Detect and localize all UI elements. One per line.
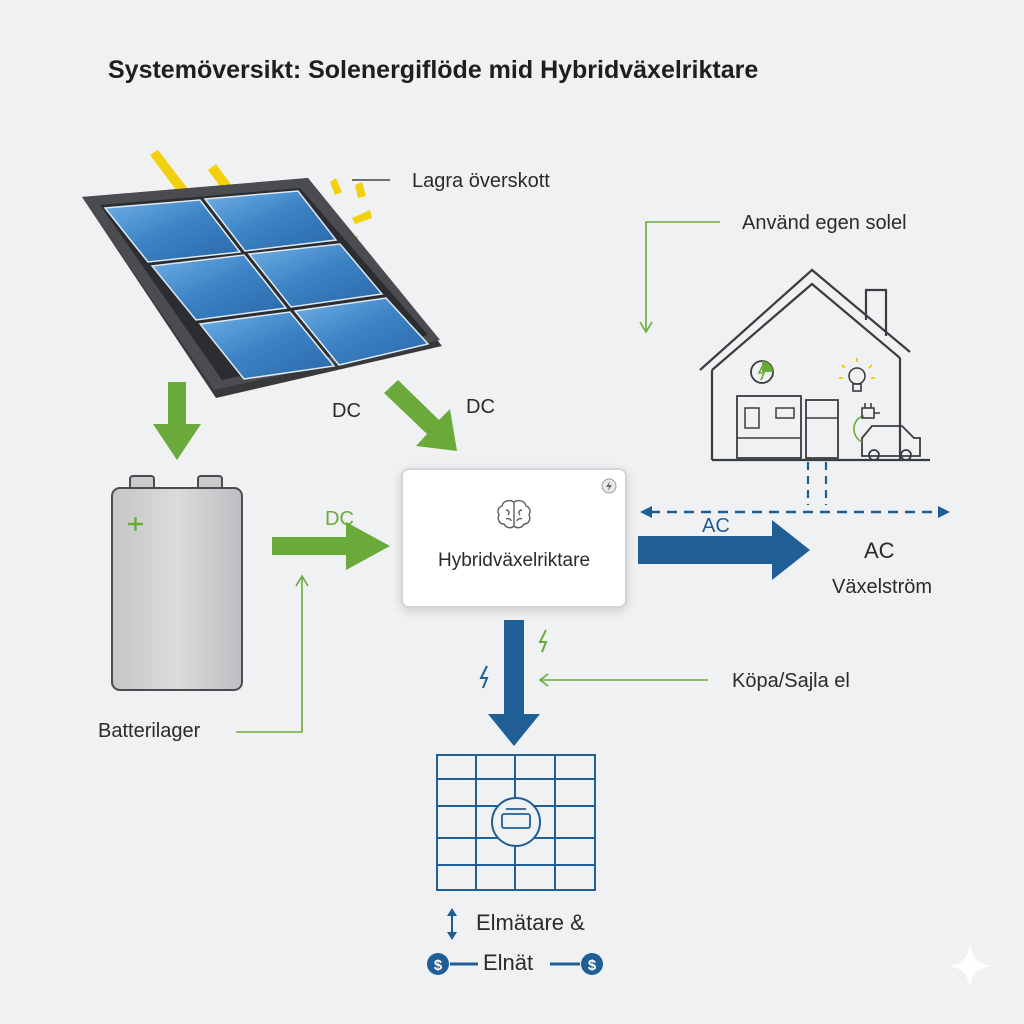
blue-arrows xyxy=(488,520,810,746)
inverter-label: Hybridväxelriktare xyxy=(437,550,591,571)
sparkle-icon xyxy=(948,944,992,988)
solar-panel xyxy=(82,178,442,398)
ac-arrow-label: AC xyxy=(702,515,730,537)
buy-sell-label: Köpa/Sajla el xyxy=(732,670,850,692)
meter-icon xyxy=(491,797,541,847)
dc-label-right: DC xyxy=(466,396,495,418)
brain-icon xyxy=(497,499,531,529)
store-surplus-label: Lagra överskott xyxy=(412,170,550,192)
grid-label: Elnät xyxy=(483,950,534,975)
battery xyxy=(111,475,243,691)
meter-label: Elmätare & xyxy=(476,910,585,935)
hybrid-inverter: Hybridväxelriktare xyxy=(401,468,627,608)
battery-storage-label: Batterilager xyxy=(98,720,201,742)
svg-text:$: $ xyxy=(434,957,443,974)
power-status-icon xyxy=(601,478,617,494)
alternating-current-label: Växelström xyxy=(832,576,933,598)
power-icon xyxy=(750,360,774,384)
page-title: Systemöversikt: Solenergiflöde mid Hybri… xyxy=(108,56,759,84)
dollar-icon: $ xyxy=(581,953,603,975)
electric-plug-icon xyxy=(861,403,880,419)
dollar-icon: $ xyxy=(427,953,449,975)
lightning-icon xyxy=(538,629,548,653)
lightbulb-icon xyxy=(839,358,875,392)
dc-label-battery: DC xyxy=(325,508,354,530)
ac-dashed-line xyxy=(640,506,950,518)
ac-output-label: AC xyxy=(864,538,895,563)
green-connector-lines xyxy=(236,221,720,733)
meter-grid xyxy=(436,754,596,891)
lightning-icon xyxy=(479,665,489,689)
house xyxy=(699,268,930,462)
svg-text:$: $ xyxy=(588,957,597,974)
house-ac-connection xyxy=(806,462,828,505)
green-arrows xyxy=(153,380,457,570)
up-down-arrow-icon xyxy=(447,908,457,940)
use-own-solar-label: Använd egen solel xyxy=(742,212,907,234)
dc-label-left: DC xyxy=(332,400,361,422)
